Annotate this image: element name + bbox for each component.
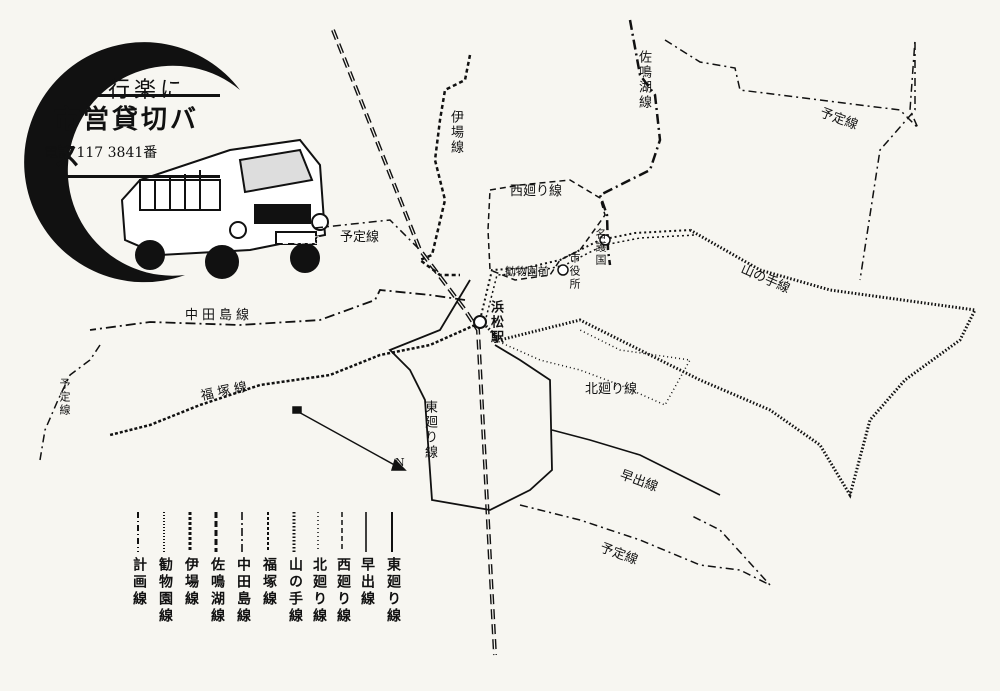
gokoku-marker xyxy=(599,234,611,246)
compass-label: N xyxy=(395,456,405,469)
station-gokoku-label: 名護国 xyxy=(594,228,607,267)
city-hall-marker xyxy=(557,264,569,276)
legend-label: 伊場線 xyxy=(183,557,199,608)
legend-label: 中田島線 xyxy=(235,557,251,625)
route-yamanote xyxy=(478,228,978,499)
route-kita xyxy=(494,329,692,406)
bus-plate: 2-1953 xyxy=(282,234,321,247)
legend-label: 西廻り線 xyxy=(335,557,351,625)
legend-item: 佐鳴湖線 xyxy=(205,505,233,645)
legend-item: 計画線 xyxy=(127,505,155,645)
railway-line xyxy=(331,29,497,656)
label-kita: 北廻り線 xyxy=(585,382,638,397)
route-hayade xyxy=(551,429,721,496)
legend-samples xyxy=(137,512,393,552)
legend-label: 早出線 xyxy=(359,557,375,608)
route-plan-bottom xyxy=(519,504,771,586)
route-plan-center xyxy=(314,219,421,251)
legend-label: 勧物園線 xyxy=(157,557,173,625)
legend-label: 山の手線 xyxy=(287,557,303,625)
route-plan-top-right xyxy=(664,39,919,281)
legend-label: 福塚線 xyxy=(261,557,277,608)
legend-item: 東廻り線 xyxy=(381,505,409,645)
label-plan-left: 予定線 xyxy=(58,378,71,417)
legend-item: 早出線 xyxy=(355,505,383,645)
legend-label: 北廻り線 xyxy=(311,557,327,625)
banner-tagline: 行楽に xyxy=(108,78,187,103)
label-ibano: 伊場線 xyxy=(448,110,463,155)
route-nishi xyxy=(487,179,606,281)
route-nakatajima xyxy=(89,289,466,331)
legend-item: 山の手線 xyxy=(283,505,311,645)
label-sanarudai: 佐鳴湖線 xyxy=(636,50,651,110)
route-fukuzuka xyxy=(109,323,476,437)
legend-label: 東廻り線 xyxy=(385,557,401,625)
label-nakatajima: 中田島線 xyxy=(185,308,254,323)
bus-illustration xyxy=(120,138,329,279)
station-main-label: 浜松駅 xyxy=(488,300,503,345)
label-nishi: 西廻り線 xyxy=(510,184,563,199)
station-city-hall-label: 市役所 xyxy=(568,252,581,291)
phone-label: 電話 xyxy=(44,145,72,161)
legend-label: 佐鳴湖線 xyxy=(209,557,225,625)
phone-suffix: 番 xyxy=(143,145,158,161)
route-plan-left xyxy=(39,344,101,461)
route-higashi xyxy=(388,279,553,511)
route-commodity xyxy=(479,229,691,321)
crescent-emblem xyxy=(24,42,241,283)
phone-numbers: 117 3841 xyxy=(76,145,144,161)
legend-item: 福塚線 xyxy=(257,505,285,645)
legend-item: 北廻り線 xyxy=(307,505,335,645)
main-station-marker xyxy=(473,315,487,329)
station-commodity-label: 勧物園前 xyxy=(505,265,549,278)
banner-phone: 電話 117 3841番 xyxy=(44,142,157,162)
legend-label: 計画線 xyxy=(131,557,147,608)
legend-item: 勧物園線 xyxy=(153,505,181,645)
route-sanarudai xyxy=(598,19,662,266)
legend-item: 伊場線 xyxy=(179,505,207,645)
label-plan-center: 予定線 xyxy=(340,230,380,245)
legend-item: 中田島線 xyxy=(231,505,259,645)
north-arrow xyxy=(292,406,407,471)
banner-title: 市営貸切バス xyxy=(50,94,220,178)
label-higashi: 東廻り線 xyxy=(422,400,437,460)
route-ibano xyxy=(417,54,472,277)
legend-item: 西廻り線 xyxy=(331,505,359,645)
